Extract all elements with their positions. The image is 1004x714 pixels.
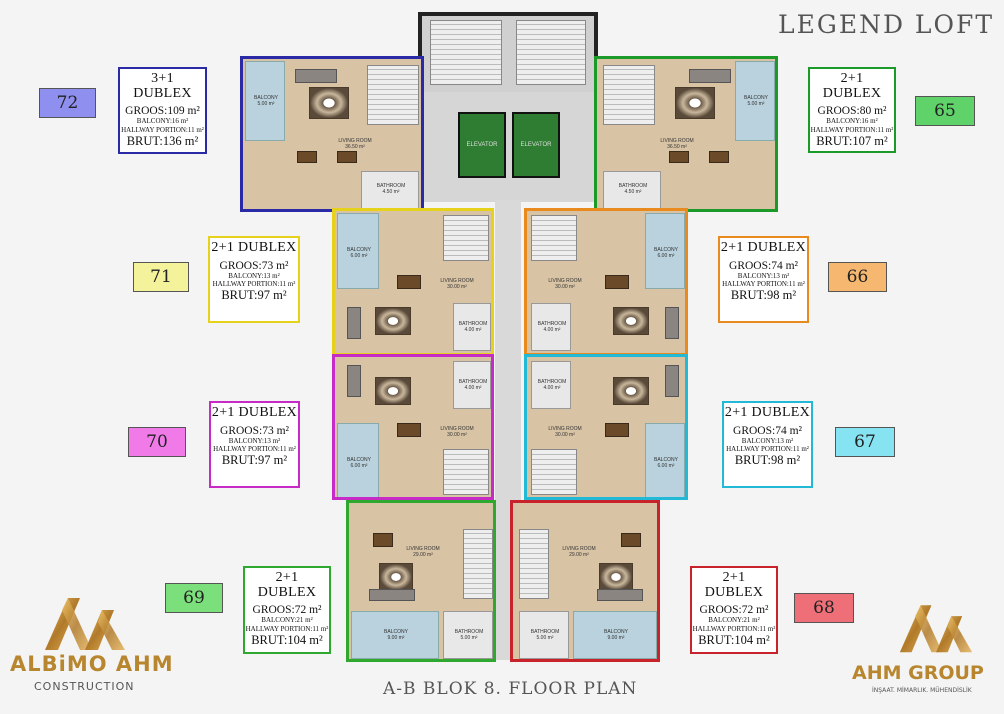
unit-69-badge: 69	[165, 583, 223, 613]
albimo-logo-name: ALBiMO AHM	[10, 652, 174, 676]
stair-core	[418, 12, 598, 92]
ahm-group-logo-sub: İNŞAAT. MİMARLIK. MÜHENDİSLİK	[872, 687, 972, 694]
albimo-logo-icon	[45, 598, 125, 650]
elevator-left-label: ELEVATOR	[466, 142, 498, 148]
unit-66-badge: 66	[828, 262, 887, 292]
unit-67-badge: 67	[835, 427, 895, 457]
albimo-logo-sub: CONSTRUCTION	[34, 680, 135, 693]
elevator-left: ELEVATOR	[458, 112, 506, 178]
unit-65-badge: 65	[915, 96, 975, 126]
ahm-group-logo-name: AHM GROUP	[852, 662, 984, 684]
unit-72-badge: 72	[39, 88, 96, 118]
project-title: LEGEND LOFT	[778, 10, 995, 39]
unit-68-badge: 68	[794, 593, 854, 623]
elevator-right-label: ELEVATOR	[520, 142, 552, 148]
unit-70-badge: 70	[128, 427, 186, 457]
corridor: ELEVATOR ELEVATOR	[418, 92, 598, 202]
plan-title: A-B BLOK 8. FLOOR PLAN	[383, 679, 638, 699]
unit-71-badge: 71	[133, 262, 189, 292]
elevator-right: ELEVATOR	[512, 112, 560, 178]
ahm-group-logo-icon	[899, 605, 973, 653]
